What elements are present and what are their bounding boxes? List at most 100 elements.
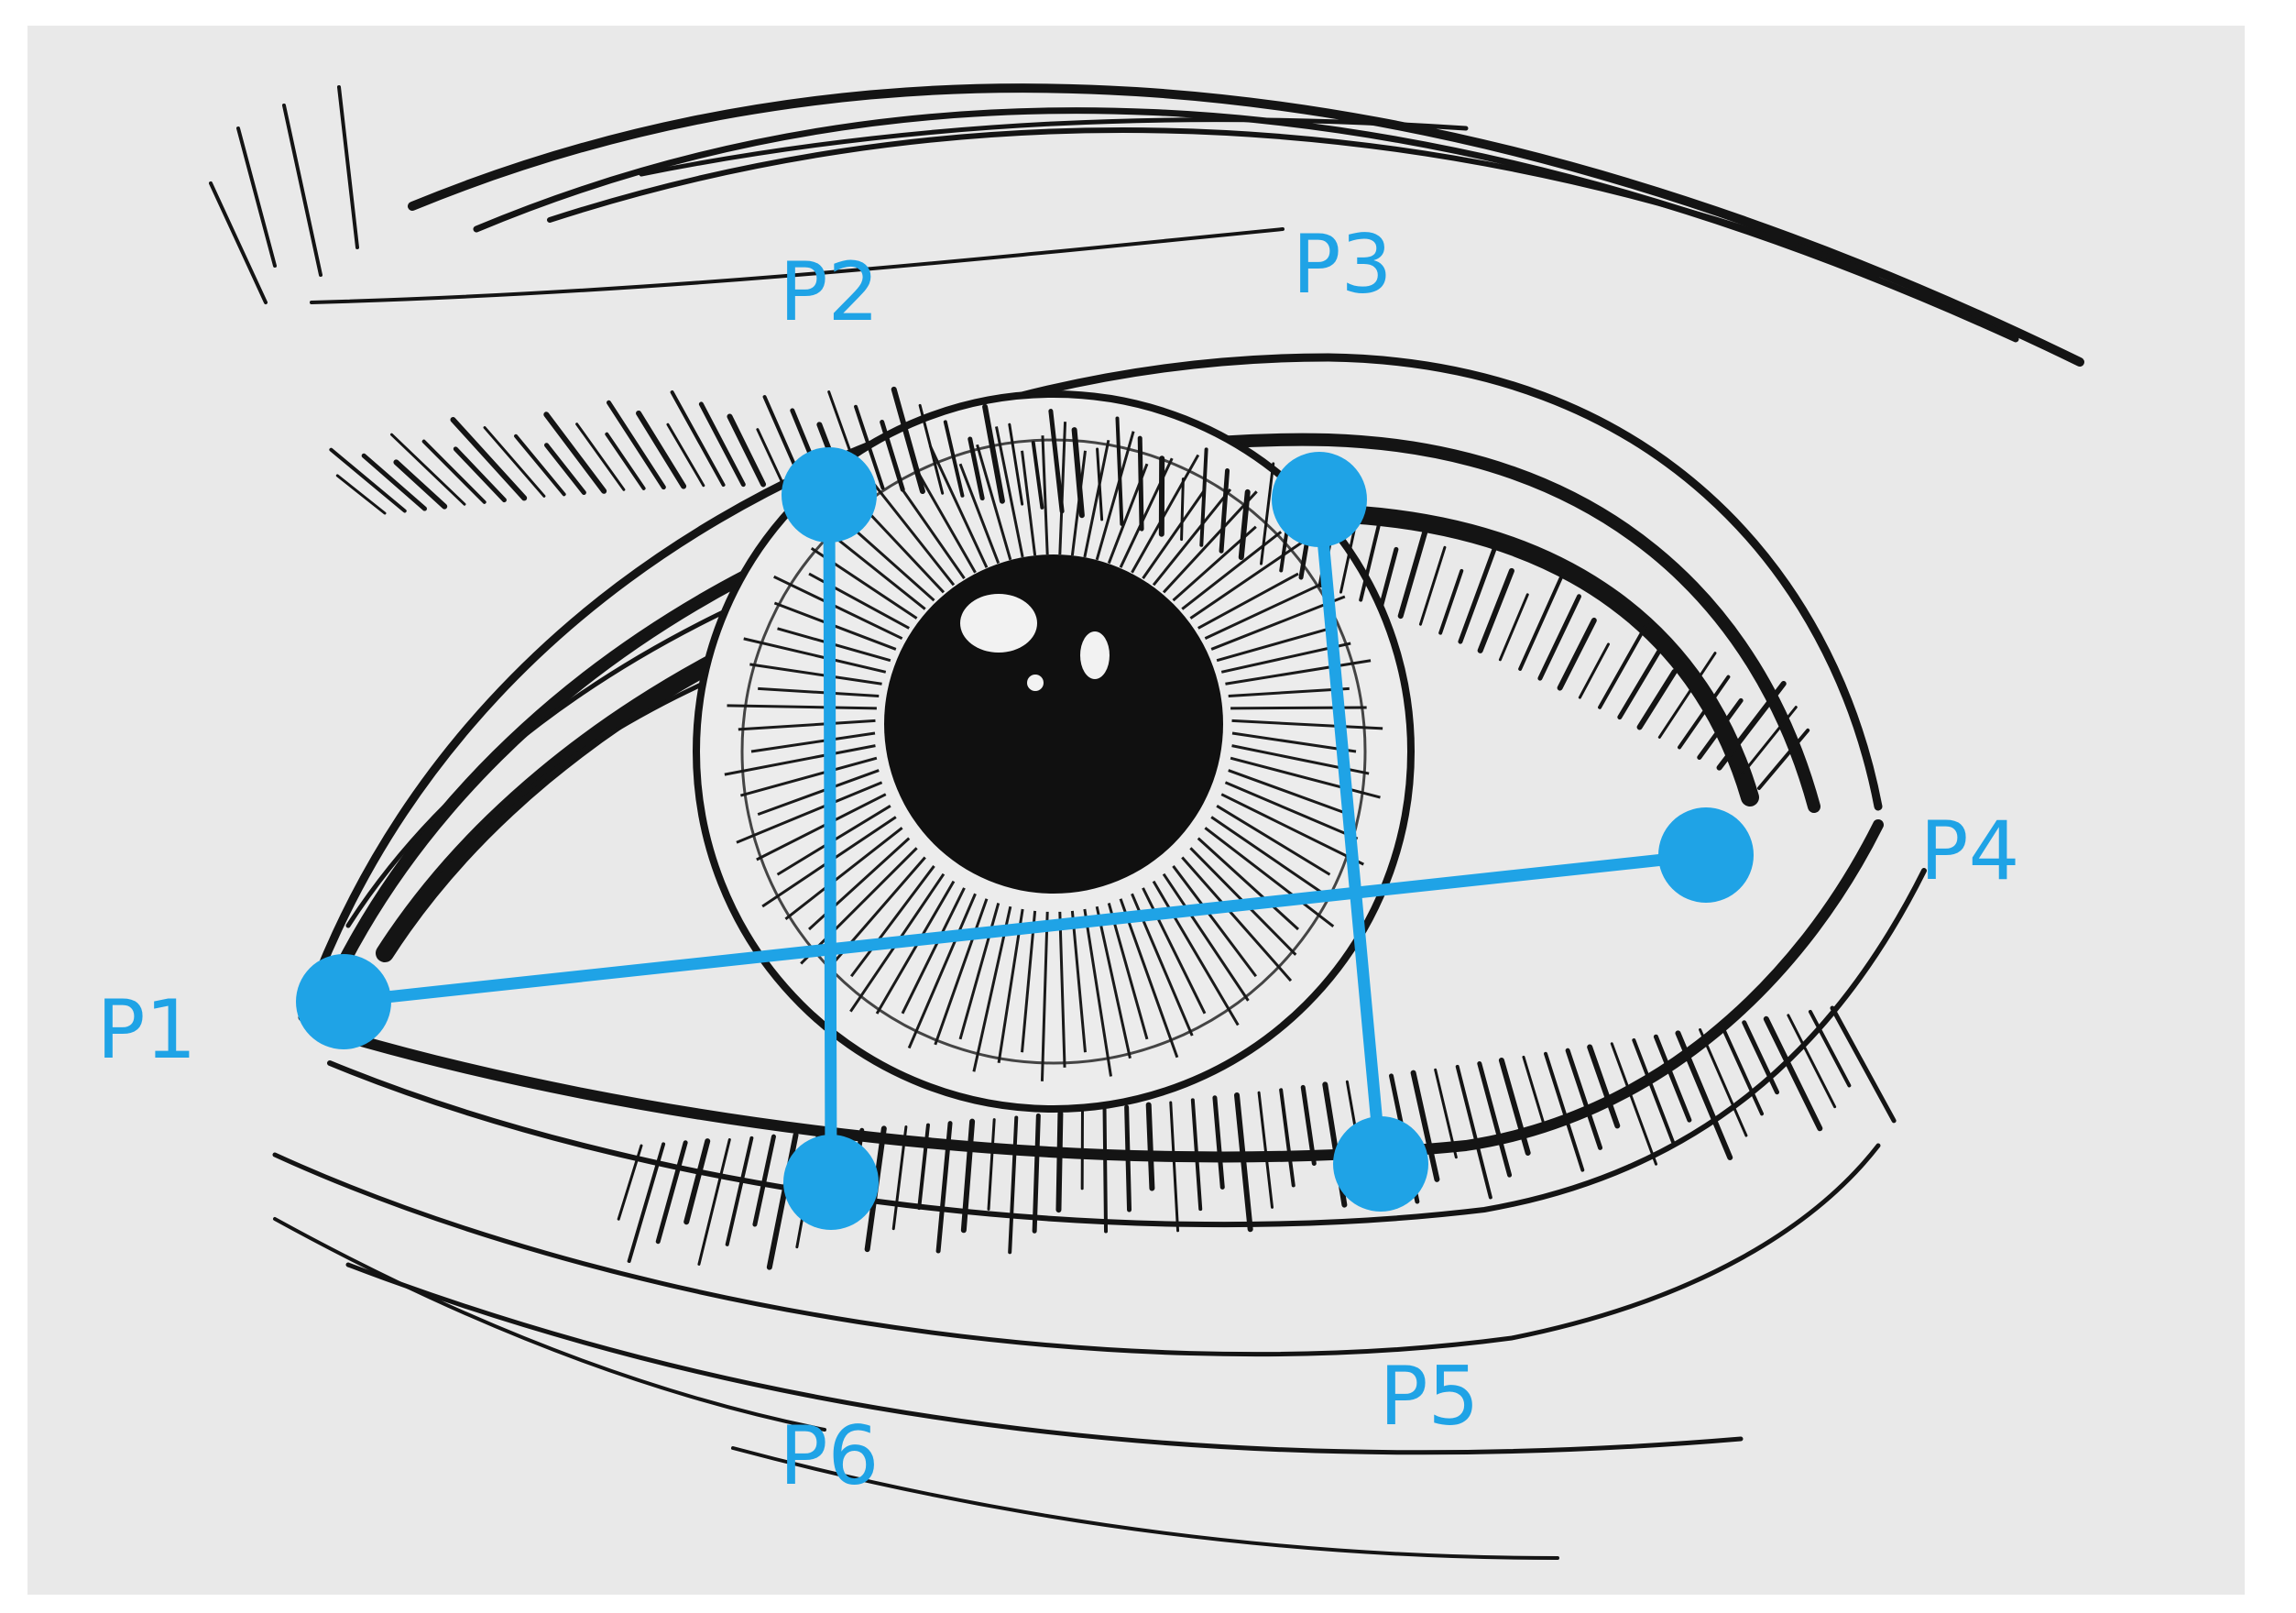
iris-ray [1197, 572, 1299, 630]
iris-ray [738, 719, 876, 731]
iris-ray [858, 501, 946, 594]
upper-lash [1008, 422, 1024, 506]
upper-lash [450, 416, 528, 501]
iris-ray [743, 637, 887, 674]
upper-lashes [329, 386, 1810, 790]
iris-ray [875, 880, 956, 1015]
upper-lash [1031, 440, 1044, 510]
upper-lash [1137, 435, 1144, 532]
upper-lash [1180, 477, 1185, 542]
lower-lash [960, 1118, 976, 1234]
upper-lash [1260, 462, 1275, 565]
lower-lash [1008, 1115, 1019, 1255]
upper-lash [1096, 447, 1104, 521]
iris-ray [928, 444, 989, 568]
lower-lash [683, 1138, 711, 1225]
upper-lash [968, 436, 985, 501]
lower-eyelid-strokes [272, 819, 1927, 1560]
lower-lash [1565, 1048, 1603, 1150]
landmark-connections [337, 488, 1712, 1189]
upper-lash [335, 474, 387, 515]
upper-lash [389, 433, 466, 506]
iris-ray [1107, 903, 1149, 1040]
landmark-point-p2 [782, 447, 877, 543]
connection-p1-p4 [337, 849, 1712, 1008]
iris-ray [907, 893, 977, 1049]
iris-ray [1230, 756, 1381, 799]
lower-lash [1032, 1113, 1041, 1234]
iris-ray [784, 827, 903, 921]
connection-p2-p6 [823, 488, 837, 1189]
iris-ray [1189, 538, 1307, 620]
lower-lash [1169, 1101, 1180, 1233]
iris-ray [1152, 488, 1232, 587]
lower-lash [917, 1123, 930, 1211]
upper-lash [1537, 594, 1581, 681]
lower-lash [1653, 1034, 1692, 1123]
iris-ray [1119, 898, 1179, 1059]
upper-lash [421, 439, 487, 504]
upper-lash [483, 426, 546, 498]
upper-lash [1359, 524, 1381, 602]
landmark-label-p1: P1 [96, 982, 196, 1077]
upper-lash [514, 433, 566, 497]
iris-ray [1083, 439, 1110, 558]
iris-ray [1021, 910, 1037, 1053]
iris-ray [1162, 872, 1250, 1002]
iris-ray [1216, 805, 1331, 876]
iris-ray [1220, 793, 1364, 866]
upper-lash [1716, 680, 1787, 771]
lower-lash [1587, 1044, 1621, 1129]
lower-lash [1234, 1092, 1253, 1233]
upper-lash [1477, 567, 1514, 653]
lower-lash [1699, 1028, 1748, 1137]
iris-ray [1210, 816, 1334, 902]
upper-lash [1378, 546, 1399, 610]
iris-ray [1152, 880, 1240, 1026]
iris-ray [1058, 911, 1066, 1068]
iris-ray [1216, 627, 1330, 663]
lower-lash [987, 1118, 996, 1211]
iris-ray [1040, 911, 1049, 1081]
lower-lash [1830, 1005, 1897, 1124]
upper-lash [453, 446, 507, 503]
upper-lash [605, 432, 646, 490]
upper-lash [670, 390, 726, 488]
iris-ray [1231, 719, 1383, 730]
upper-lash [1458, 544, 1498, 644]
upper-lash [982, 403, 1005, 504]
iris-ray [739, 756, 878, 797]
iris-ray [749, 663, 882, 686]
iris-ray [757, 769, 880, 817]
lower-lash [1675, 1030, 1733, 1160]
iris-ray [1070, 910, 1087, 1053]
lower-lash [935, 1121, 953, 1254]
iris-ray [901, 887, 966, 1015]
eyebrow-strokes [209, 83, 2084, 367]
lower-lash [1279, 1088, 1296, 1188]
upper-lash [393, 459, 448, 510]
lower-lash [1257, 1091, 1274, 1209]
upper-lash [636, 410, 687, 489]
lower-lash [1124, 1104, 1132, 1212]
eye-sketch-image [209, 83, 2084, 1560]
iris-ray [1058, 422, 1067, 555]
lower-lash [1190, 1098, 1203, 1212]
landmark-label-p4: P4 [1919, 804, 2019, 898]
upper-lash [1498, 593, 1529, 662]
lower-lashes [617, 1005, 1897, 1270]
iris-ray [1210, 595, 1346, 651]
landmark-label-p6: P6 [779, 1409, 879, 1503]
iris-ray [1083, 908, 1112, 1077]
pupil [884, 554, 1223, 894]
iris-ray [934, 898, 989, 1046]
upper-lash [575, 422, 626, 491]
lower-lash [1212, 1095, 1225, 1190]
iris-ray [1181, 856, 1293, 982]
upper-lash [918, 403, 945, 495]
iris-ray [1172, 865, 1258, 978]
upper-lash [1048, 409, 1065, 514]
lower-lash [725, 1136, 754, 1246]
lower-lash [1720, 1024, 1765, 1116]
